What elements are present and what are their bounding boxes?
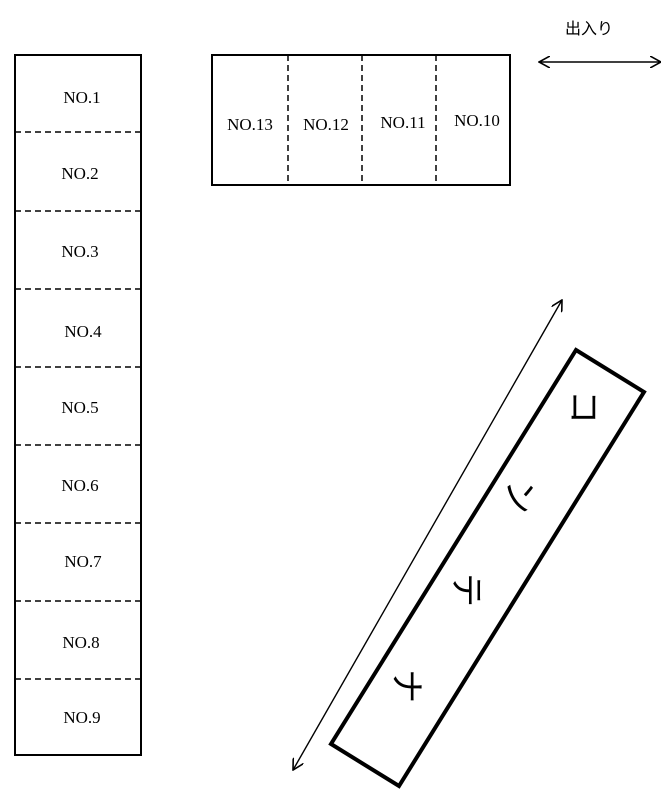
container-block: コ ン テ ナ [293,300,647,789]
top-row-dividers [287,55,437,185]
slot-label-no6: NO.6 [61,476,98,495]
entrance-marker: 出入り [539,19,661,62]
slot-label-no10: NO.10 [454,111,500,130]
top-row-outline [211,54,511,186]
slot-label-no12: NO.12 [303,115,349,134]
container-outline [328,347,647,789]
container-char-n: ン [499,480,539,514]
slot-label-no1: NO.1 [63,88,100,107]
left-parking-column: NO.1 NO.2 NO.3 NO.4 NO.5 NO.6 NO.7 NO.8 … [14,54,142,756]
slot-label-no4: NO.4 [64,322,102,341]
slot-label-no8: NO.8 [62,633,99,652]
slot-label-no13: NO.13 [227,115,273,134]
container-char-ko: コ [563,390,603,424]
slot-label-no5: NO.5 [61,398,98,417]
container-char-te: テ [446,573,486,607]
slot-label-no7: NO.7 [64,552,102,571]
container-direction-arrow [293,300,562,770]
slot-label-no3: NO.3 [61,242,98,261]
slot-label-no2: NO.2 [61,164,98,183]
top-parking-row: NO.13 NO.12 NO.11 NO.10 [211,54,511,186]
slot-label-no9: NO.9 [63,708,100,727]
entrance-label: 出入り [565,19,613,38]
left-column-dividers [15,131,141,680]
slot-label-no11: NO.11 [380,113,425,132]
left-column-outline [14,54,142,756]
container-char-na: ナ [386,669,426,703]
